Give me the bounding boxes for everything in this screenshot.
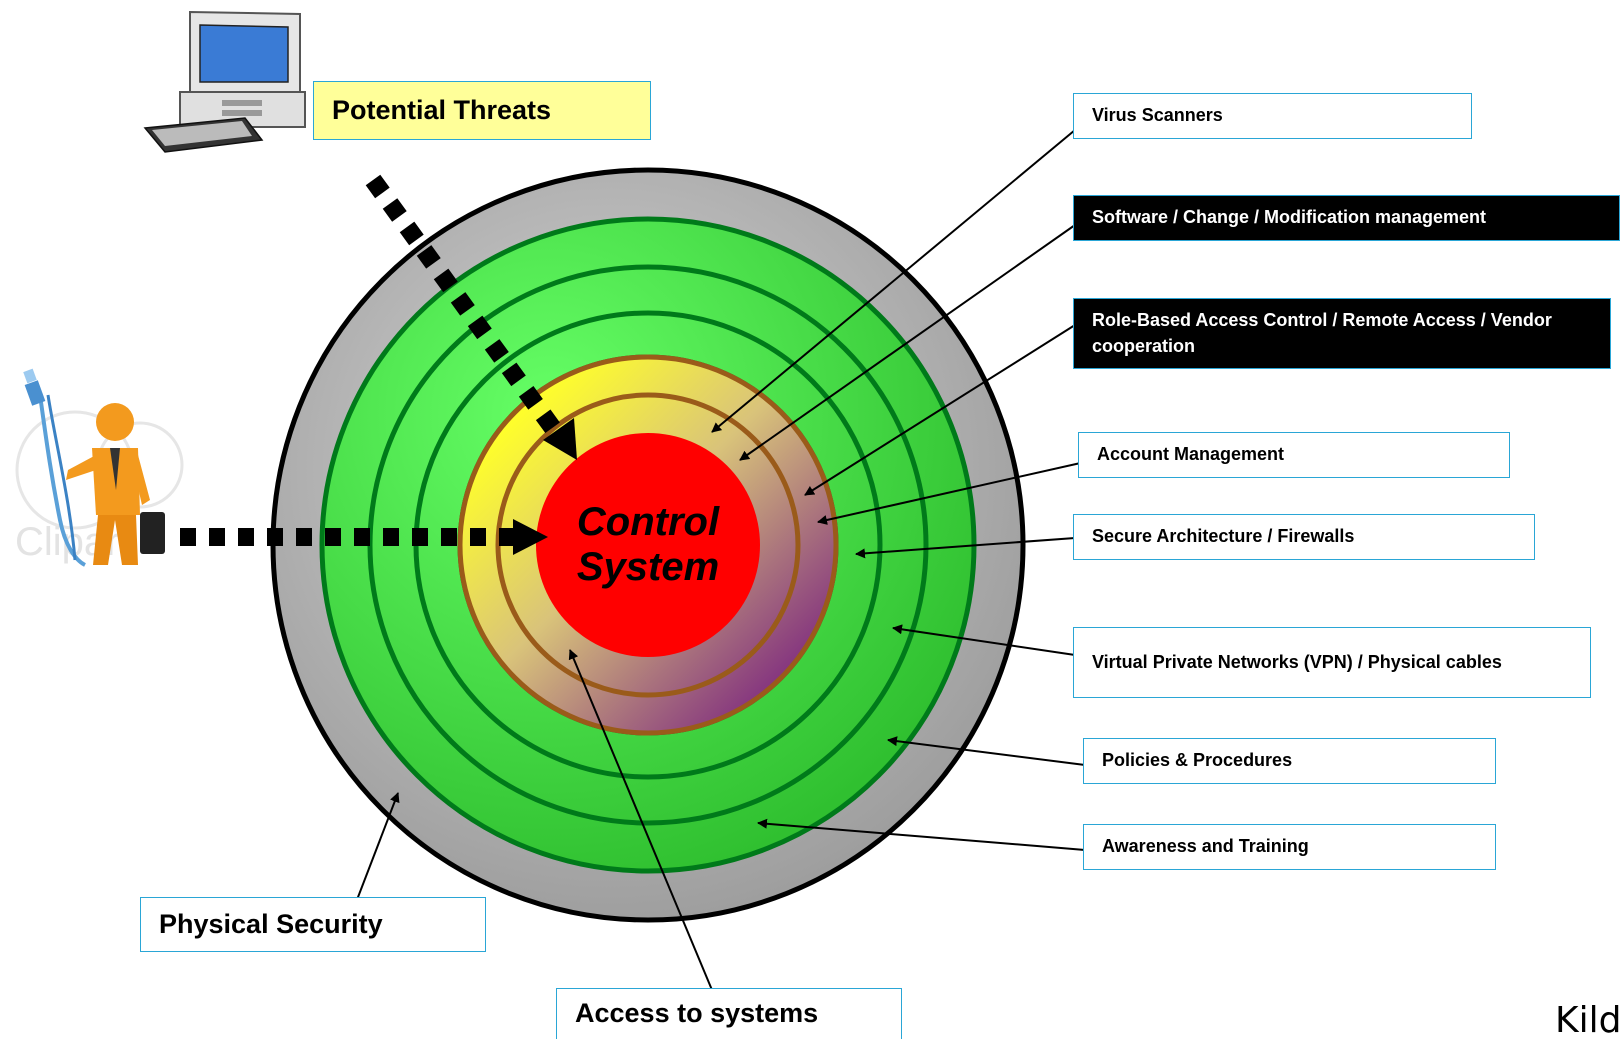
threat-arrow-top	[365, 174, 577, 460]
control-system-core	[536, 433, 760, 657]
label-physical-security: Physical Security	[140, 897, 486, 952]
control-system-title: Control System	[548, 500, 748, 590]
potential-threats-label: Potential Threats	[313, 81, 651, 140]
corner-text: Kild	[1555, 1000, 1620, 1041]
label-vpn-physical-cables: Virtual Private Networks (VPN) / Physica…	[1073, 627, 1591, 698]
label-account-management: Account Management	[1078, 432, 1510, 478]
leader-awareness	[757, 818, 1086, 851]
leader-account	[817, 461, 1086, 525]
label-role-based-access-control: Role-Based Access Control / Remote Acces…	[1073, 298, 1611, 369]
ring-role-based-access	[495, 392, 801, 698]
control-system-title-line1: Control	[576, 500, 720, 544]
control-system-title-line2: System	[576, 544, 720, 589]
person-with-usb-cable-icon	[23, 368, 165, 567]
leader-rbac	[804, 324, 1076, 496]
computer-icon	[143, 10, 306, 153]
label-awareness-training: Awareness and Training	[1083, 824, 1496, 870]
label-policies-procedures: Policies & Procedures	[1083, 738, 1496, 784]
label-access-to-systems: Access to systems	[556, 988, 902, 1039]
threat-arrow-left	[180, 519, 548, 555]
leader-access	[568, 649, 713, 991]
label-software-change-management: Software / Change / Modification managem…	[1073, 195, 1620, 241]
leader-secure	[855, 537, 1076, 559]
leader-software	[739, 224, 1076, 461]
leader-vpn	[892, 624, 1076, 656]
leader-policies	[887, 736, 1086, 766]
leader-virus	[711, 129, 1076, 433]
label-virus-scanners: Virus Scanners	[1073, 93, 1472, 139]
label-secure-architecture-firewalls: Secure Architecture / Firewalls	[1073, 514, 1535, 560]
